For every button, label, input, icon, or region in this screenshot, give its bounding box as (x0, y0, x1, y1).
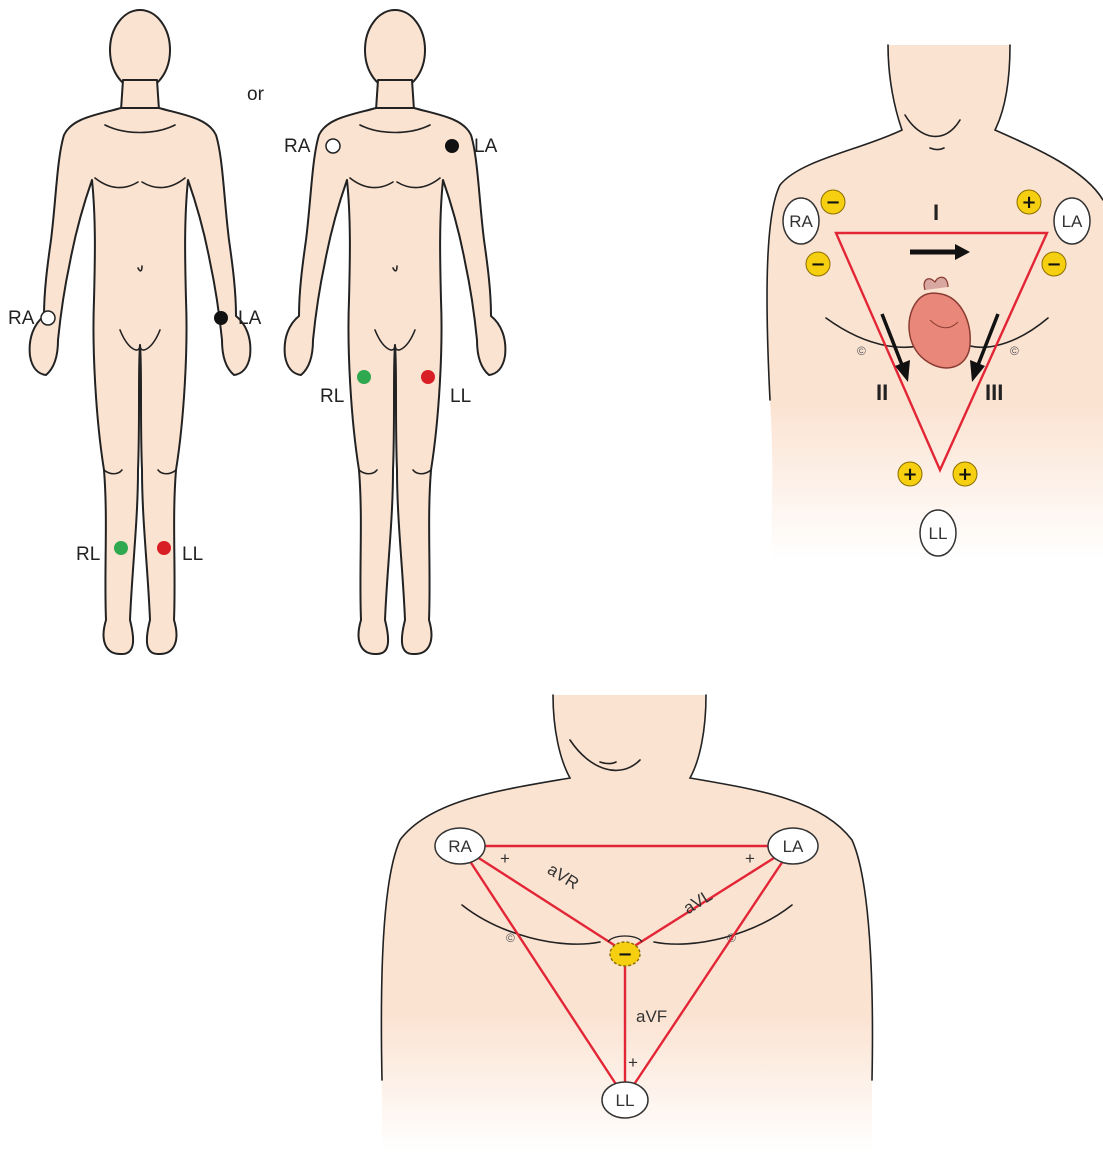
svg-text:+: + (1021, 192, 1036, 213)
svg-text:−: − (825, 192, 840, 213)
ra-label: RA (8, 308, 35, 329)
svg-text:RA: RA (789, 212, 813, 231)
la-electrode-circle: LA (1054, 198, 1090, 244)
plus-sign: + (500, 849, 510, 868)
ra-electrode-circle: RA (783, 198, 819, 244)
rl-label: RL (76, 544, 100, 565)
lead-ii-label: II (876, 380, 888, 405)
ll-electrode-marker (421, 370, 435, 384)
limb-electrode-body-figure: RA LA RL LL (8, 10, 262, 654)
augmented-leads-panel: © © aVR aVL aVF + + + − RA LA (381, 695, 872, 1152)
plus-sign: + (745, 849, 755, 868)
svg-text:LL: LL (616, 1091, 635, 1110)
ra-label: RA (284, 136, 311, 157)
minus-marker: − (1042, 252, 1066, 276)
plus-marker: + (1017, 190, 1041, 214)
rl-electrode-marker (357, 370, 371, 384)
la-electrode-circle: LA (768, 828, 818, 864)
lead-i-label: I (933, 200, 939, 225)
svg-text:−: − (1046, 254, 1061, 275)
svg-text:+: + (957, 464, 972, 485)
ll-electrode-circle: LL (920, 510, 956, 556)
svg-text:LA: LA (1062, 212, 1083, 231)
svg-text:©: © (1010, 344, 1019, 358)
la-label: LA (474, 136, 498, 157)
svg-text:−: − (617, 944, 632, 965)
ra-electrode-circle: RA (435, 828, 485, 864)
or-label: or (247, 84, 265, 105)
minus-marker: − (821, 190, 845, 214)
plus-marker: + (953, 462, 977, 486)
svg-text:©: © (506, 931, 515, 945)
la-electrode-marker (445, 139, 459, 153)
plus-sign: + (628, 1053, 638, 1072)
torso-electrode-body-figure: RA LA RL LL (284, 10, 505, 654)
ll-electrode-marker (157, 541, 171, 555)
la-electrode-marker (214, 311, 228, 325)
ra-electrode-marker (326, 139, 340, 153)
svg-text:LA: LA (783, 837, 804, 856)
ra-electrode-marker (41, 311, 55, 325)
avf-label: aVF (636, 1007, 667, 1026)
svg-text:RA: RA (448, 837, 472, 856)
ll-label: LL (450, 386, 471, 407)
svg-text:−: − (810, 254, 825, 275)
ll-electrode-circle: LL (602, 1082, 648, 1118)
minus-marker: − (806, 252, 830, 276)
svg-text:+: + (902, 464, 917, 485)
la-label: LA (238, 308, 262, 329)
svg-text:LL: LL (929, 524, 948, 543)
lead-iii-label: III (985, 380, 1003, 405)
rl-label: RL (320, 386, 344, 407)
ll-label: LL (182, 544, 203, 565)
einthoven-triangle-panel: © © I II III RA (767, 45, 1103, 560)
rl-electrode-marker (114, 541, 128, 555)
plus-marker: + (898, 462, 922, 486)
svg-text:©: © (857, 344, 866, 358)
